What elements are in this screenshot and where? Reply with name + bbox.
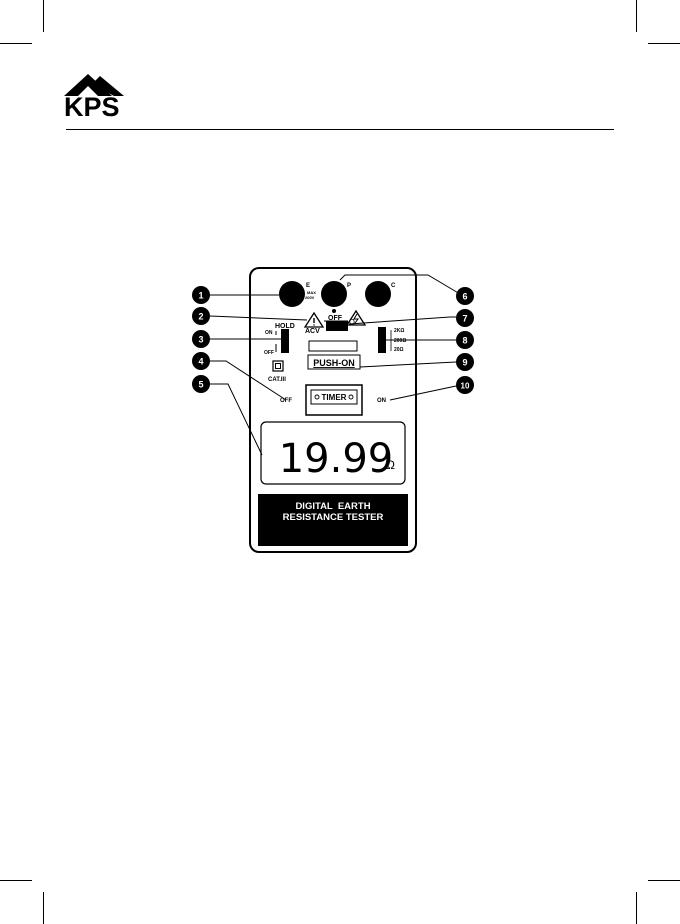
center-window: [309, 341, 357, 351]
svg-text:5: 5: [198, 380, 203, 390]
callout-3: 3: [192, 330, 210, 348]
terminal-e-label: E: [306, 283, 310, 289]
function-selector-switch[interactable]: [326, 321, 348, 331]
terminal-p-label: P: [347, 283, 351, 289]
svg-text:6: 6: [462, 292, 467, 302]
range-2k-label: 2KΩ: [394, 328, 404, 334]
max-voltage-label: 200V: [305, 295, 315, 300]
range-200-label: 200Ω: [394, 338, 406, 344]
hold-title-label: HOLD: [275, 323, 295, 330]
callout-10: 10: [456, 376, 474, 394]
svg-text:4: 4: [198, 357, 203, 367]
dial-acv-label: ACV: [305, 328, 320, 335]
callout-5: 5: [192, 375, 210, 393]
callout-9: 9: [456, 353, 474, 371]
callout-1: 1: [192, 286, 210, 304]
name-line-1: DIGITAL EARTH: [295, 501, 370, 512]
svg-text:3: 3: [198, 335, 203, 345]
callout-8: 8: [456, 331, 474, 349]
range-20-label: 20Ω: [394, 347, 404, 353]
svg-text:2: 2: [198, 312, 203, 322]
hold-off-label: OFF: [264, 350, 274, 356]
timer-off-label: OFF: [280, 398, 292, 404]
dial-ohm-label: Ω: [349, 318, 355, 327]
timer-on-label: ON: [377, 398, 386, 404]
svg-text:1: 1: [198, 291, 203, 301]
callout-4: 4: [192, 352, 210, 370]
terminal-e: [279, 281, 305, 307]
svg-text:9: 9: [462, 358, 467, 368]
terminal-c: [365, 281, 391, 307]
svg-text:8: 8: [462, 336, 467, 346]
timer-label: TIMER: [322, 393, 347, 402]
svg-text:7: 7: [462, 314, 467, 324]
dial-indicator-dot: [332, 309, 336, 313]
push-on-label: PUSH-ON: [313, 358, 355, 368]
terminal-c-label: C: [391, 283, 396, 289]
double-insulation-icon: [273, 361, 283, 371]
cat-rating-label: CAT.III: [268, 377, 286, 383]
hold-on-label: ON: [265, 330, 273, 336]
lcd-reading: 19.99: [279, 436, 394, 482]
callout-2: 2: [192, 307, 210, 325]
terminal-p: [321, 281, 347, 307]
callout-7: 7: [456, 309, 474, 327]
name-line-2: RESISTANCE TESTER: [283, 512, 384, 523]
svg-text:10: 10: [461, 382, 470, 391]
hold-switch[interactable]: [281, 329, 289, 353]
lcd-unit: Ω: [386, 458, 395, 472]
range-switch[interactable]: [378, 327, 386, 353]
callout-6: 6: [456, 287, 474, 305]
